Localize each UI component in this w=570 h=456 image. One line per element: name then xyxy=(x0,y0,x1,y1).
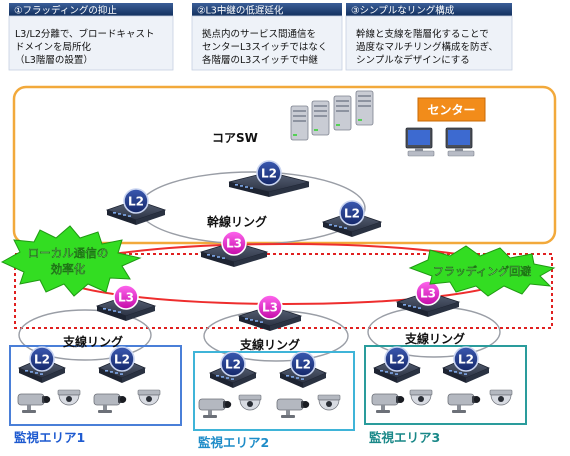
header-card-1-title: ①フラッディングの抑止 xyxy=(14,5,117,17)
core-switch-top: L2 xyxy=(228,160,310,197)
header-card-2-line-3: 各階層のL3スイッチで中継 xyxy=(202,54,318,66)
area-2-switch-b: L2 xyxy=(278,351,328,388)
l2-label: L2 xyxy=(344,207,360,221)
flood-avoidance-badge: フラッディング回避 xyxy=(408,245,556,297)
dome-camera-icon xyxy=(238,394,262,411)
box-camera-icon xyxy=(93,393,127,414)
core-switch-left: L2 xyxy=(105,188,167,225)
area-3-cameras xyxy=(371,389,513,414)
header-card-1-line-3: （L3階層の設置） xyxy=(15,54,93,66)
area-3-switch-b: L2 xyxy=(441,346,491,383)
dome-camera-icon xyxy=(409,389,433,406)
area-2-label: 監視エリア2 xyxy=(198,435,269,450)
area-3-label: 監視エリア3 xyxy=(369,430,440,445)
flood-avoidance-text: フラッディング回避 xyxy=(433,264,532,278)
area-3-switch-a: L2 xyxy=(372,346,422,383)
dome-camera-icon xyxy=(137,389,161,406)
l2-label: L2 xyxy=(295,358,311,372)
l2-label: L2 xyxy=(128,195,144,209)
area-1-switch-a: L2 xyxy=(17,346,67,383)
header-card-3-title: ③シンプルなリング構成 xyxy=(351,5,455,17)
header-card-2-line-2: センターL3スイッチではなく xyxy=(202,42,327,53)
area-1-label: 監視エリア1 xyxy=(14,430,85,445)
box-camera-icon xyxy=(371,393,405,414)
header-card-3-line-1: 幹線と支線を階層化することで xyxy=(356,28,489,40)
l2-label: L2 xyxy=(114,353,130,367)
local-efficiency-line-1: ローカル通信の xyxy=(28,246,109,260)
area-2-frame xyxy=(193,351,355,431)
header-cards: ①フラッディングの抑止 L3/L2分離で、ブロードキャスト ドメインを局所化 （… xyxy=(8,3,513,71)
area-1-frame xyxy=(9,345,182,426)
area-2-switch-a: L2 xyxy=(208,351,258,388)
center-badge: センター xyxy=(417,97,486,122)
l3-switch-right: L3 xyxy=(395,280,461,317)
area-2-cameras xyxy=(198,394,341,419)
branch-ring-3-label: 支線リング xyxy=(404,331,465,346)
header-card-3-line-2: 過度なマルチリング構成を防ぎ、 xyxy=(356,41,498,53)
dome-camera-icon xyxy=(317,394,341,411)
l2-label: L2 xyxy=(458,353,474,367)
l3-switch-middle: L3 xyxy=(237,294,303,331)
area-1-cameras xyxy=(17,389,161,414)
l3-label: L3 xyxy=(262,301,278,315)
l2-label: L2 xyxy=(389,353,405,367)
l3-label: L3 xyxy=(420,287,436,301)
box-camera-icon xyxy=(198,398,232,419)
backbone-ring-label: 幹線リング xyxy=(207,214,267,229)
l3-label: L3 xyxy=(226,237,242,251)
area-3-frame xyxy=(364,345,527,425)
server-group xyxy=(290,90,374,141)
header-card-2: ②L3中継の低遅延化 拠点内のサービス間通信を センターL3スイッチではなく 各… xyxy=(191,3,343,71)
branch-ring-1-label: 支線リング xyxy=(62,334,123,349)
header-card-1: ①フラッディングの抑止 L3/L2分離で、ブロードキャスト ドメインを局所化 （… xyxy=(8,3,174,71)
box-camera-icon xyxy=(447,393,481,414)
header-card-1-line-2: ドメインを局所化 xyxy=(15,41,92,53)
center-pcs xyxy=(405,127,475,157)
l3-layer-zone xyxy=(14,253,553,329)
branch-ring-2-label: 支線リング xyxy=(239,337,300,352)
l2-label: L2 xyxy=(261,167,277,181)
dome-camera-icon xyxy=(57,389,81,406)
core-sw-label: コアSW xyxy=(212,131,258,145)
branch-ring-1 xyxy=(18,309,152,361)
header-card-1-line-1: L3/L2分離で、ブロードキャスト xyxy=(15,28,155,40)
box-camera-icon xyxy=(17,393,51,414)
header-card-3-line-3: シンプルなデザインにする xyxy=(356,54,470,66)
l2-label: L2 xyxy=(225,358,241,372)
header-card-2-title: ②L3中継の低遅延化 xyxy=(197,5,284,17)
l3-switch-left: L3 xyxy=(95,284,157,321)
l3-switch-center: L3 xyxy=(199,230,269,267)
header-card-2-line-1: 拠点内のサービス間通信を xyxy=(202,28,316,40)
area-1-switch-b: L2 xyxy=(97,346,147,383)
header-card-3: ③シンプルなリング構成 幹線と支線を階層化することで 過度なマルチリング構成を防… xyxy=(345,3,513,71)
local-efficiency-line-2: 効率化 xyxy=(51,262,86,276)
center-label: センター xyxy=(427,103,475,117)
box-camera-icon xyxy=(276,398,310,419)
local-efficiency-badge: ローカル通信の 効率化 xyxy=(0,225,142,297)
core-switch-right: L2 xyxy=(321,200,383,237)
l2-label: L2 xyxy=(34,353,50,367)
l3-label: L3 xyxy=(118,291,134,305)
dome-camera-icon xyxy=(489,389,513,406)
